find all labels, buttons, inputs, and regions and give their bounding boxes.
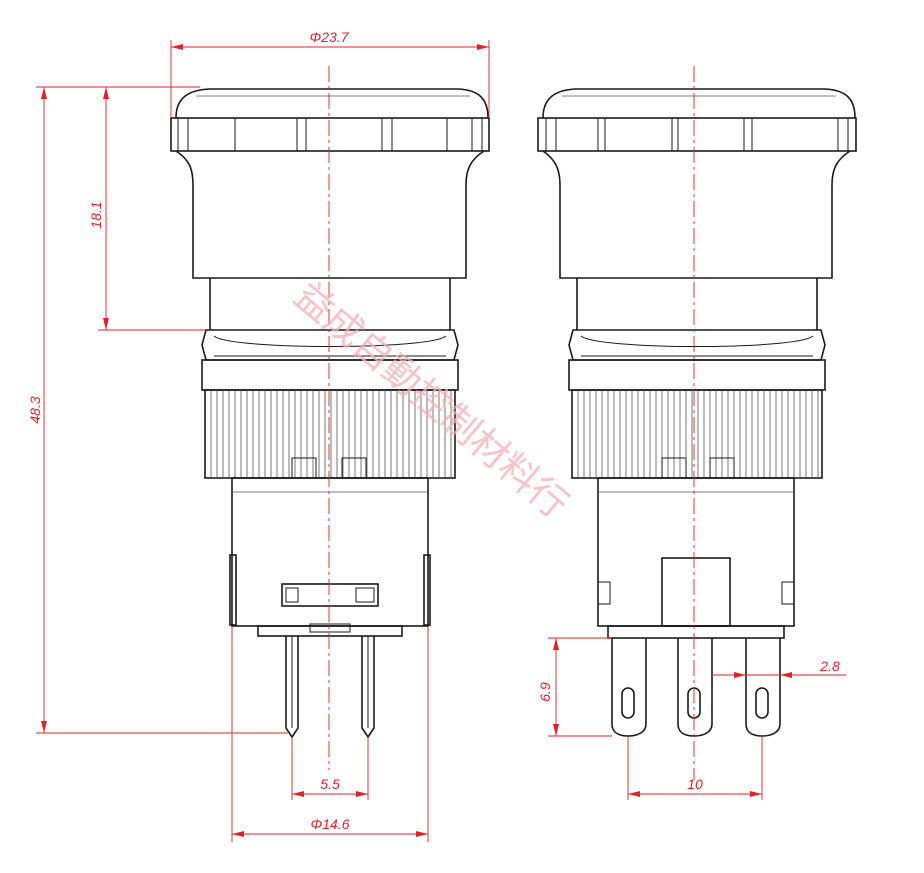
pin-spacing-label: 5.5	[320, 776, 340, 792]
cap-ring	[537, 117, 857, 152]
cap-diameter-label: Φ23.7	[310, 29, 350, 45]
switch-body	[597, 477, 795, 627]
side-view	[170, 88, 490, 739]
body-diameter-label: Φ14.6	[311, 816, 350, 832]
terminal-2	[677, 638, 713, 737]
cap-ring-grooves	[177, 118, 483, 151]
cap-body	[175, 150, 485, 279]
terminals	[611, 638, 781, 737]
watermark-text: 益成自動控制材料行	[286, 273, 576, 527]
terminal-spacing-label: 10	[687, 776, 703, 792]
total-height-label: 48.3	[27, 396, 43, 423]
cap-dome	[175, 88, 489, 119]
stem	[209, 278, 451, 330]
cap-height-label: 18.1	[88, 201, 104, 228]
switch-body	[231, 477, 429, 627]
terminal-block	[661, 557, 731, 627]
cap-ring	[170, 117, 490, 152]
terminal-length-label: 6.9	[537, 682, 553, 702]
front-view	[537, 88, 857, 737]
knurl-lines	[210, 390, 452, 478]
slot	[281, 583, 379, 607]
terminal-1	[611, 638, 647, 737]
dimensions: Φ23.7 48.3 18.1 5.5 Φ14.6 6.9	[27, 29, 846, 842]
terminal-width-label: 2.8	[819, 658, 840, 674]
terminal-3	[745, 638, 781, 737]
cap-dome	[542, 88, 856, 119]
